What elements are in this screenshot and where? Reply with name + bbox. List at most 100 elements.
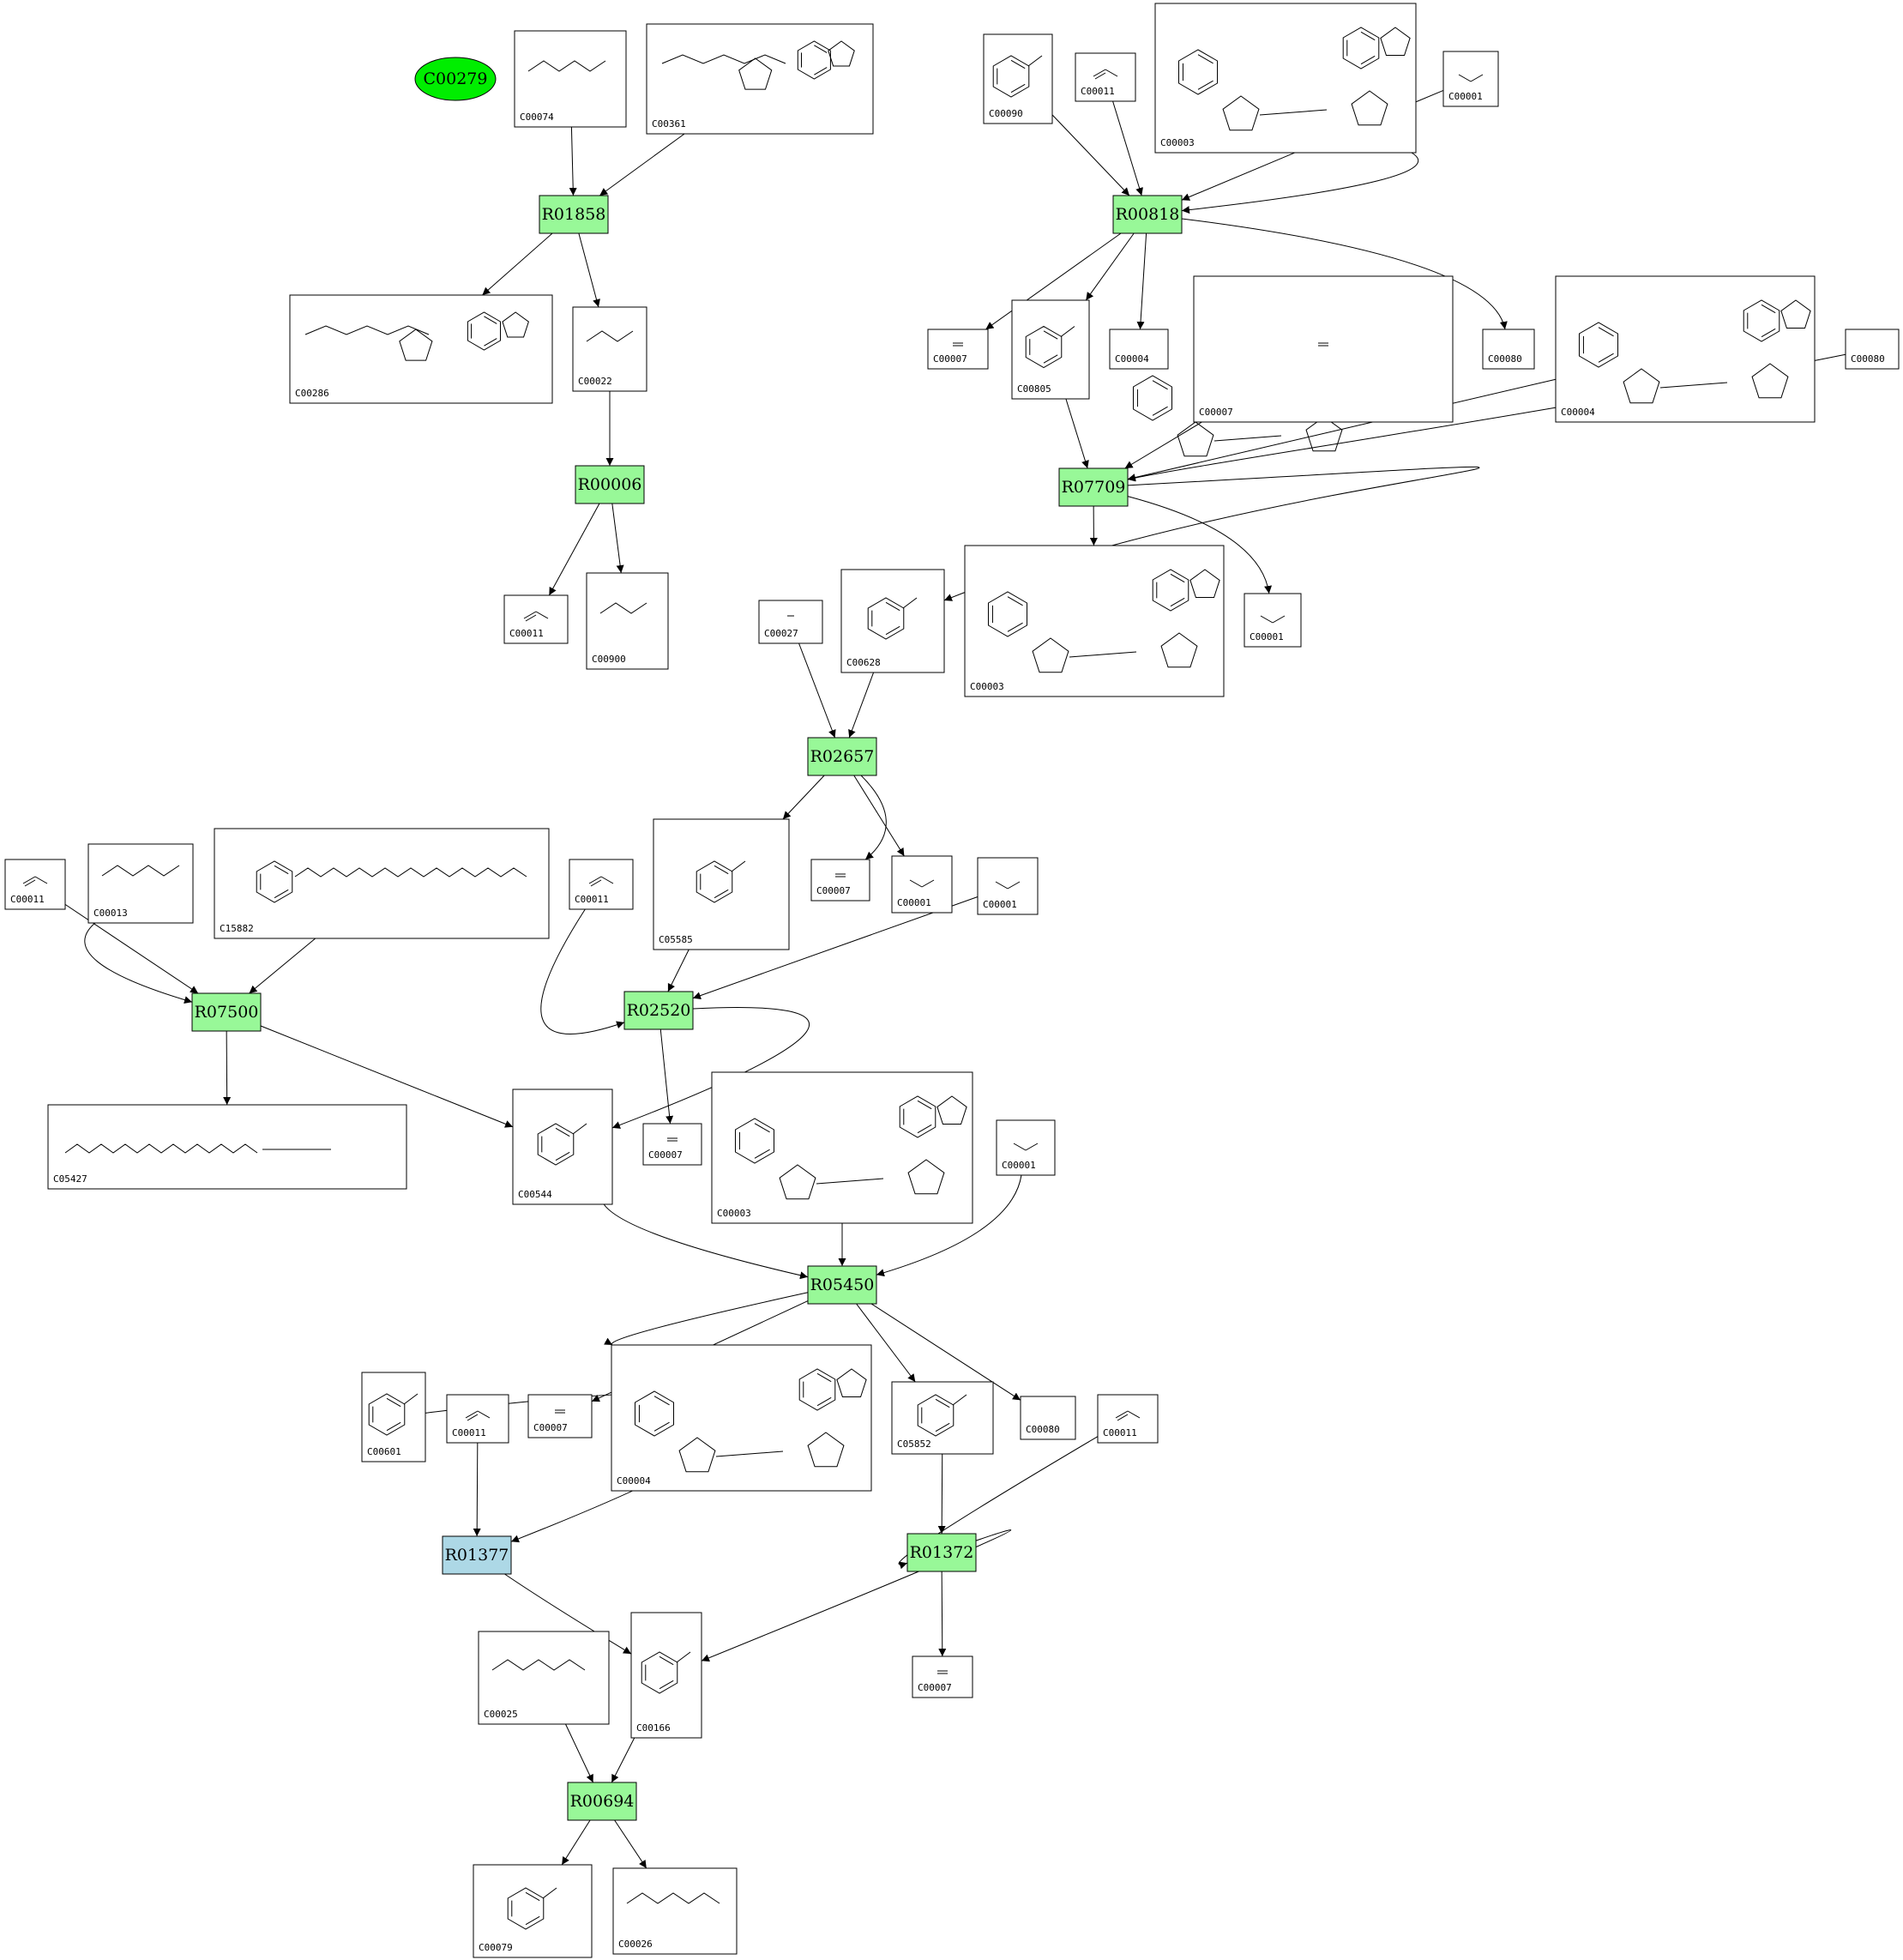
- compound-node[interactable]: C00011: [1097, 1394, 1159, 1444]
- compound-node[interactable]: C00007: [912, 1655, 973, 1698]
- compound-node[interactable]: C00080: [1482, 329, 1535, 370]
- compound-node[interactable]: C00026: [612, 1867, 738, 1955]
- compound-node[interactable]: C00022: [572, 306, 647, 392]
- compound-node[interactable]: C00011: [503, 594, 569, 644]
- reaction-edge: [249, 938, 316, 994]
- compound-node[interactable]: C00628: [840, 569, 945, 673]
- compound-node[interactable]: C00011: [569, 859, 634, 910]
- compound-node[interactable]: C00003: [711, 1071, 973, 1224]
- reaction-node[interactable]: R00694: [567, 1782, 637, 1821]
- compound-node[interactable]: C00361: [646, 23, 874, 135]
- reaction-node[interactable]: R00818: [1112, 195, 1183, 234]
- compound-box: [996, 1119, 1056, 1176]
- compound-node[interactable]: C15882: [214, 828, 550, 939]
- compound-node[interactable]: C00007: [927, 329, 989, 370]
- reaction-edge: [1181, 218, 1508, 330]
- compound-node[interactable]: C00007: [642, 1123, 702, 1166]
- compound-node[interactable]: C00004: [1555, 275, 1816, 423]
- structure-drawing: [1013, 1143, 1039, 1151]
- reaction-edge: [692, 896, 979, 999]
- compound-box: [512, 1089, 613, 1205]
- compound-box: [87, 843, 194, 924]
- reaction-node[interactable]: R00006: [575, 465, 645, 504]
- compound-box: [912, 1655, 973, 1698]
- compound-id: C00805: [1017, 383, 1051, 395]
- reaction-label: R00694: [570, 1792, 635, 1811]
- reaction-edge: [1181, 152, 1419, 214]
- compound-node[interactable]: C00025: [478, 1631, 610, 1725]
- reaction-edge: [848, 672, 875, 739]
- compound-node[interactable]: C00013: [87, 843, 194, 924]
- reaction-node[interactable]: R05450: [807, 1265, 877, 1305]
- reaction-edge: [870, 1303, 1021, 1401]
- compound-node[interactable]: C00001: [891, 855, 953, 914]
- compound-node[interactable]: C00079: [473, 1864, 593, 1958]
- compound-node[interactable]: C00080: [1845, 329, 1900, 370]
- compound-node[interactable]: C05585: [653, 818, 790, 950]
- compound-node[interactable]: C05427: [47, 1104, 407, 1190]
- compound-node[interactable]: C00080: [1020, 1396, 1076, 1440]
- reaction-edge: [565, 1723, 594, 1783]
- compound-id: C00007: [918, 1682, 952, 1693]
- compound-node[interactable]: C00900: [586, 572, 669, 670]
- compound-id: C00074: [520, 112, 554, 123]
- compound-id: C00361: [652, 118, 686, 130]
- compound-node[interactable]: C00011: [446, 1394, 509, 1444]
- compound-node[interactable]: C00011: [4, 859, 66, 910]
- reaction-node[interactable]: R07709: [1058, 467, 1129, 507]
- compound-box: [1244, 593, 1302, 648]
- compound-box: [964, 545, 1225, 697]
- reaction-box: [442, 1535, 512, 1575]
- compound-id: C00900: [592, 654, 626, 665]
- structure-drawing: [22, 876, 48, 887]
- reaction-node[interactable]: R02520: [623, 991, 694, 1030]
- compound-node[interactable]: C00007: [810, 859, 870, 902]
- compound-node[interactable]: C00601: [361, 1372, 426, 1462]
- compound-node[interactable]: C00074: [514, 30, 627, 128]
- compound-node[interactable]: C00001: [1244, 593, 1302, 648]
- compound-node[interactable]: C00004: [611, 1344, 872, 1492]
- compound-box: [927, 329, 989, 370]
- reaction-box: [807, 1265, 877, 1305]
- structure-drawing: [1177, 27, 1411, 131]
- compound-node[interactable]: C00544: [512, 1089, 613, 1205]
- reaction-node[interactable]: R07500: [191, 992, 262, 1032]
- reaction-box: [539, 195, 609, 234]
- compound-node[interactable]: C00166: [630, 1612, 702, 1739]
- compound-id: C00027: [764, 628, 798, 639]
- compound-node[interactable]: C00001: [996, 1119, 1056, 1176]
- compound-node[interactable]: C00805: [1011, 299, 1090, 400]
- compound-node[interactable]: C00090: [983, 33, 1053, 124]
- compound-id: C00022: [578, 376, 612, 387]
- compound-node[interactable]: C00003: [1154, 3, 1417, 154]
- structure-drawing: [586, 330, 634, 342]
- structure-drawing: [987, 569, 1220, 673]
- reaction-node[interactable]: R01858: [539, 195, 609, 234]
- reaction-label: R02657: [810, 747, 875, 766]
- compound-node[interactable]: C00007: [527, 1394, 593, 1438]
- compound-node[interactable]: C00001: [977, 857, 1039, 915]
- structure-drawing: [995, 881, 1021, 890]
- structure-drawing: [992, 55, 1043, 98]
- compound-node[interactable]: C00003: [964, 545, 1225, 697]
- reaction-edge: [667, 949, 690, 992]
- reaction-label: R01858: [542, 205, 606, 224]
- reaction-edge: [482, 232, 553, 296]
- compound-box: [1154, 3, 1417, 154]
- compound-node[interactable]: C00001: [1442, 51, 1499, 107]
- structure-drawing: [368, 1393, 419, 1436]
- structure-drawing: [555, 1409, 565, 1414]
- compound-box: [630, 1612, 702, 1739]
- reaction-edge: [578, 232, 600, 308]
- compound-node[interactable]: C00007: [1193, 275, 1454, 423]
- compound-node[interactable]: C05852: [891, 1381, 994, 1455]
- reaction-node[interactable]: R01377: [442, 1535, 512, 1575]
- reaction-node[interactable]: R01372: [906, 1533, 977, 1572]
- reaction-node[interactable]: R02657: [807, 737, 877, 776]
- compound-node[interactable]: C00286: [289, 294, 553, 404]
- compound-box: [503, 594, 569, 644]
- compound-node[interactable]: C00027: [758, 600, 823, 644]
- compound-node[interactable]: C00011: [1075, 52, 1136, 102]
- start-compound-node[interactable]: [414, 57, 497, 101]
